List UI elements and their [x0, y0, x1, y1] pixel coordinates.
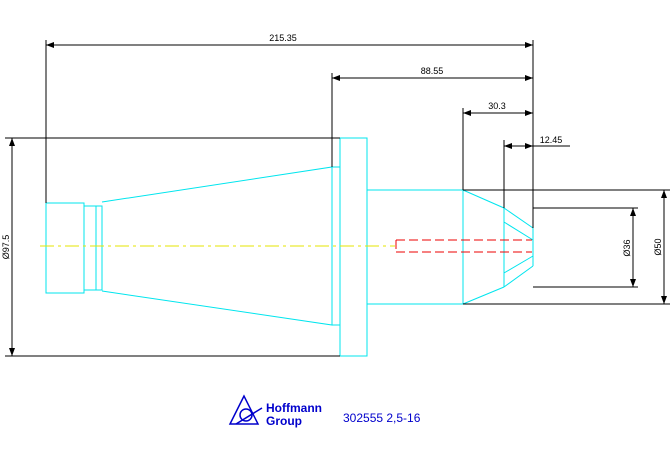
- rear-step: [83, 205, 103, 291]
- rear-collar: [45, 202, 85, 294]
- dim-taper-length: 88.55: [421, 66, 444, 76]
- dim-nose-diameter: Ø50: [653, 238, 663, 255]
- dim-overall-length: 215.35: [269, 33, 297, 43]
- dim-bore-diameter: Ø36: [622, 239, 632, 256]
- part-outline: [45, 137, 534, 357]
- dim-bore-depth: 30.3: [488, 101, 506, 111]
- shank: [366, 189, 464, 305]
- company-logo: Hoffmann Group: [228, 394, 322, 428]
- logo-mark-icon: [228, 394, 263, 425]
- dimension-lines: [5, 40, 670, 357]
- logo-text-line2: Group: [266, 414, 302, 428]
- flange-plate: [339, 137, 368, 357]
- hidden-bore: [395, 239, 532, 253]
- part-number: 302555 2,5-16: [343, 411, 421, 425]
- dim-inner-depth: 12.45: [540, 135, 563, 145]
- logo-text-line1: Hoffmann: [266, 401, 322, 415]
- dimension-arrows: [9, 42, 667, 356]
- dim-flange-diameter: Ø97.5: [1, 235, 11, 260]
